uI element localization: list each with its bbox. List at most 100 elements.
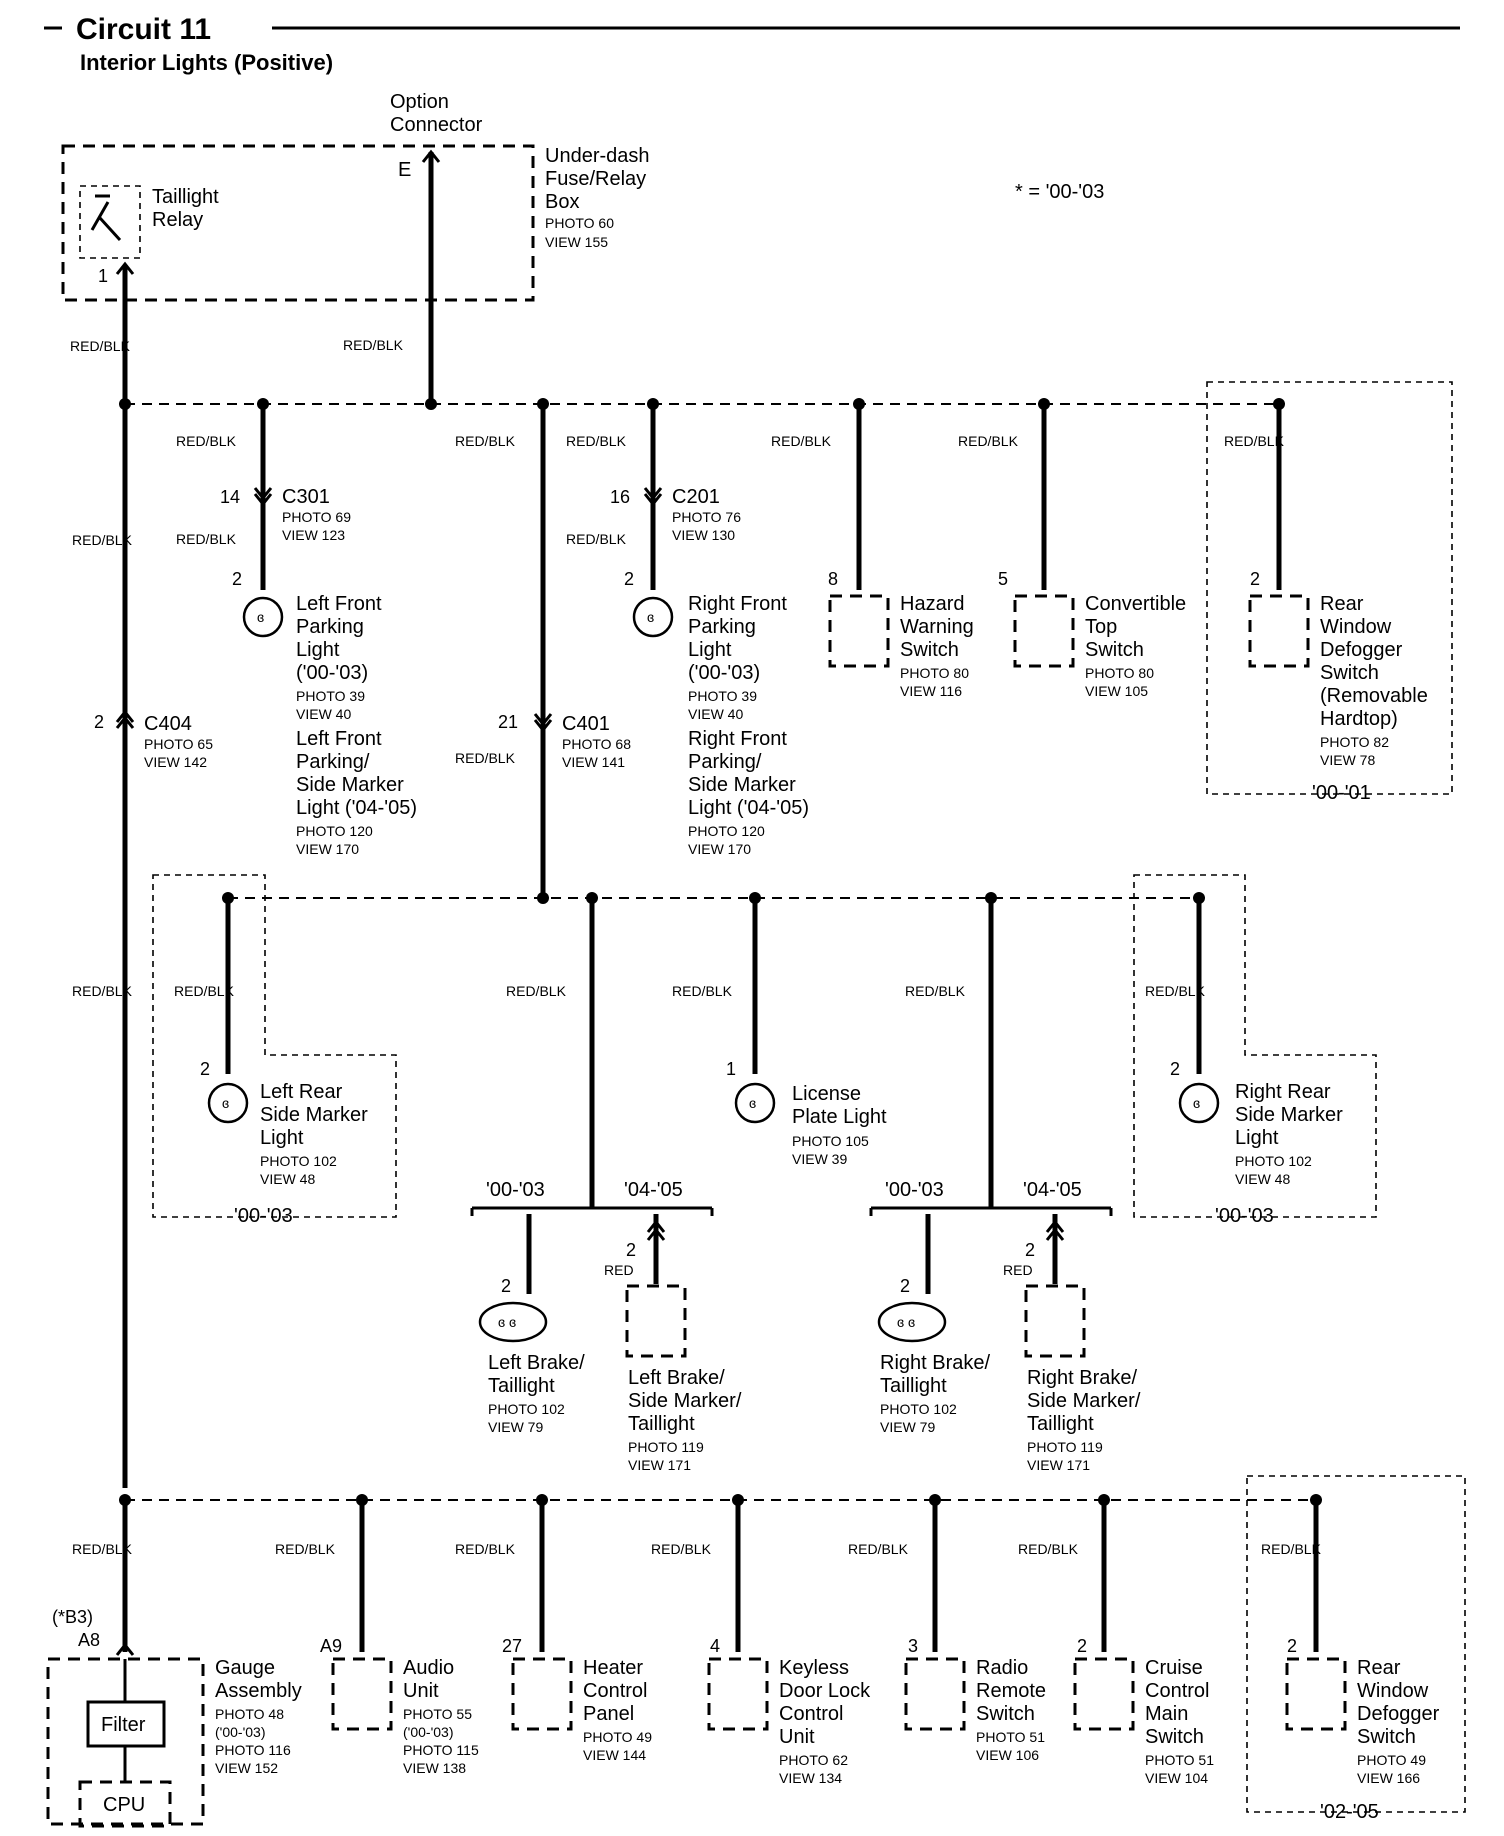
- svg-text:Control: Control: [779, 1703, 843, 1725]
- l-brake-marker-box: [625, 1284, 687, 1358]
- svg-text:Right Brake/: Right Brake/: [1027, 1367, 1137, 1389]
- svg-text:PHOTO 116: PHOTO 116: [215, 1742, 291, 1758]
- wire-label: RED/BLK: [1224, 433, 1285, 449]
- wire-label: RED/BLK: [1145, 983, 1206, 999]
- svg-text:PHOTO 115: PHOTO 115: [403, 1742, 479, 1758]
- bulb-filament-icon: ɞ: [222, 1095, 229, 1111]
- svg-text:Right Rear: Right Rear: [1235, 1081, 1331, 1103]
- svg-text:VIEW 142: VIEW 142: [144, 754, 207, 770]
- r-rear-marker-pin: 2: [1170, 1059, 1180, 1079]
- cpu-label: CPU: [103, 1794, 145, 1816]
- svg-text:Plate Light: Plate Light: [792, 1106, 887, 1128]
- svg-text:VIEW 141: VIEW 141: [562, 754, 625, 770]
- bulb-filament-icon: ɞ: [257, 609, 264, 625]
- svg-text:PHOTO 80: PHOTO 80: [900, 665, 969, 681]
- svg-text:Window: Window: [1357, 1680, 1429, 1702]
- svg-text:VIEW 170: VIEW 170: [688, 841, 751, 857]
- rear-defogger-label: Rear Window Defogger Switch PHOTO 49 VIE…: [1357, 1657, 1440, 1786]
- c404-pin: 2: [94, 712, 104, 732]
- gauge-pin-alt: (*B3): [52, 1607, 93, 1627]
- svg-text:Right Front: Right Front: [688, 728, 787, 750]
- svg-text:Taillight: Taillight: [152, 186, 219, 208]
- bulb-filament-icon: ɞ ɞ: [897, 1314, 915, 1330]
- svg-text:Radio: Radio: [976, 1657, 1028, 1679]
- l-rear-marker-label: Left Rear Side Marker Light PHOTO 102 VI…: [260, 1081, 368, 1187]
- svg-text:VIEW 79: VIEW 79: [488, 1419, 543, 1435]
- r-brake-tail-label: Right Brake/ Taillight PHOTO 102 VIEW 79: [880, 1352, 990, 1435]
- connector-icon: [643, 487, 663, 507]
- svg-text:VIEW 166: VIEW 166: [1357, 1770, 1420, 1786]
- svg-text:Defogger: Defogger: [1357, 1703, 1440, 1725]
- circuit-title: Circuit 11: [76, 13, 211, 46]
- svg-text:Relay: Relay: [152, 209, 203, 231]
- splice-dot: [425, 398, 437, 410]
- svg-text:Heater: Heater: [583, 1657, 643, 1679]
- svg-text:PHOTO 69: PHOTO 69: [282, 509, 351, 525]
- svg-text:VIEW 138: VIEW 138: [403, 1760, 466, 1776]
- svg-text:Unit: Unit: [403, 1680, 439, 1702]
- svg-text:('00-'03): ('00-'03): [215, 1724, 265, 1740]
- wire-label: RED/BLK: [455, 1541, 516, 1557]
- wire-label: RED/BLK: [343, 337, 404, 353]
- wire-label: RED/BLK: [1018, 1541, 1079, 1557]
- option-connector-label: Option Connector: [390, 91, 483, 136]
- svg-text:PHOTO 39: PHOTO 39: [688, 688, 757, 704]
- connector-icon: [115, 709, 135, 729]
- svg-text:Switch: Switch: [1145, 1726, 1204, 1748]
- audio-unit-box: [331, 1657, 393, 1731]
- svg-text:Control: Control: [1145, 1680, 1209, 1702]
- svg-text:VIEW 79: VIEW 79: [880, 1419, 935, 1435]
- wire-label: RED: [604, 1262, 634, 1278]
- cpu-block: [78, 1780, 172, 1828]
- bulb-icon: [632, 596, 674, 638]
- pin-arrow-icon: [421, 149, 441, 163]
- svg-text:Under-dash: Under-dash: [545, 145, 650, 167]
- rf-parking-light-label: Right Front Parking Light ('00-'03) PHOT…: [688, 593, 809, 857]
- wire-label: RED/BLK: [905, 983, 966, 999]
- svg-text:Side Marker: Side Marker: [296, 774, 404, 796]
- c201-label: C201 PHOTO 76 VIEW 130: [672, 486, 741, 543]
- svg-text:Right Brake/: Right Brake/: [880, 1352, 990, 1374]
- connector-icon: [253, 487, 273, 507]
- radio-switch-box: [904, 1657, 966, 1731]
- svg-text:Door Lock: Door Lock: [779, 1680, 871, 1702]
- r-brake-marker-box: [1024, 1284, 1086, 1358]
- c401-pin: 21: [498, 712, 518, 732]
- svg-text:Left Front: Left Front: [296, 728, 382, 750]
- svg-text:VIEW 116: VIEW 116: [900, 683, 962, 699]
- heater-pin: 27: [502, 1636, 522, 1656]
- svg-text:(Removable: (Removable: [1320, 685, 1428, 707]
- gauge-assembly-label: Gauge Assembly PHOTO 48 ('00-'03) PHOTO …: [215, 1657, 302, 1776]
- svg-text:PHOTO 55: PHOTO 55: [403, 1706, 472, 1722]
- svg-text:C301: C301: [282, 486, 330, 508]
- svg-text:PHOTO 105: PHOTO 105: [792, 1133, 869, 1149]
- svg-text:Taillight: Taillight: [628, 1413, 695, 1435]
- svg-text:Taillight: Taillight: [488, 1375, 555, 1397]
- svg-text:PHOTO 49: PHOTO 49: [583, 1729, 652, 1745]
- bulb-icon: [1178, 1082, 1220, 1124]
- svg-text:Defogger: Defogger: [1320, 639, 1403, 661]
- gauge-pin: A8: [78, 1630, 100, 1650]
- svg-text:Keyless: Keyless: [779, 1657, 849, 1679]
- svg-text:Switch: Switch: [1320, 662, 1379, 684]
- svg-text:PHOTO 76: PHOTO 76: [672, 509, 741, 525]
- svg-text:Light ('04-'05): Light ('04-'05): [296, 797, 417, 819]
- svg-text:Left Brake/: Left Brake/: [488, 1352, 585, 1374]
- c301-label: C301 PHOTO 69 VIEW 123: [282, 486, 351, 543]
- svg-text:VIEW 155: VIEW 155: [545, 234, 608, 250]
- svg-text:VIEW 78: VIEW 78: [1320, 752, 1375, 768]
- wire-label: RED: [1003, 1262, 1033, 1278]
- convertible-switch-label: Convertible Top Switch PHOTO 80 VIEW 105: [1085, 593, 1186, 699]
- l-brake-tail-label: Left Brake/ Taillight PHOTO 102 VIEW 79: [488, 1352, 585, 1435]
- svg-text:Warning: Warning: [900, 616, 974, 638]
- keyless-unit-box: [707, 1657, 769, 1731]
- c404-label: C404 PHOTO 65 VIEW 142: [144, 713, 213, 770]
- svg-text:Light: Light: [296, 639, 340, 661]
- wire-label: RED/BLK: [72, 532, 133, 548]
- bulb-filament-icon: ɞ ɞ: [498, 1314, 516, 1330]
- svg-text:VIEW 104: VIEW 104: [1145, 1770, 1208, 1786]
- svg-text:Parking/: Parking/: [688, 751, 762, 773]
- option-region-00-03-right: [1133, 874, 1377, 1218]
- svg-text:Light: Light: [1235, 1127, 1279, 1149]
